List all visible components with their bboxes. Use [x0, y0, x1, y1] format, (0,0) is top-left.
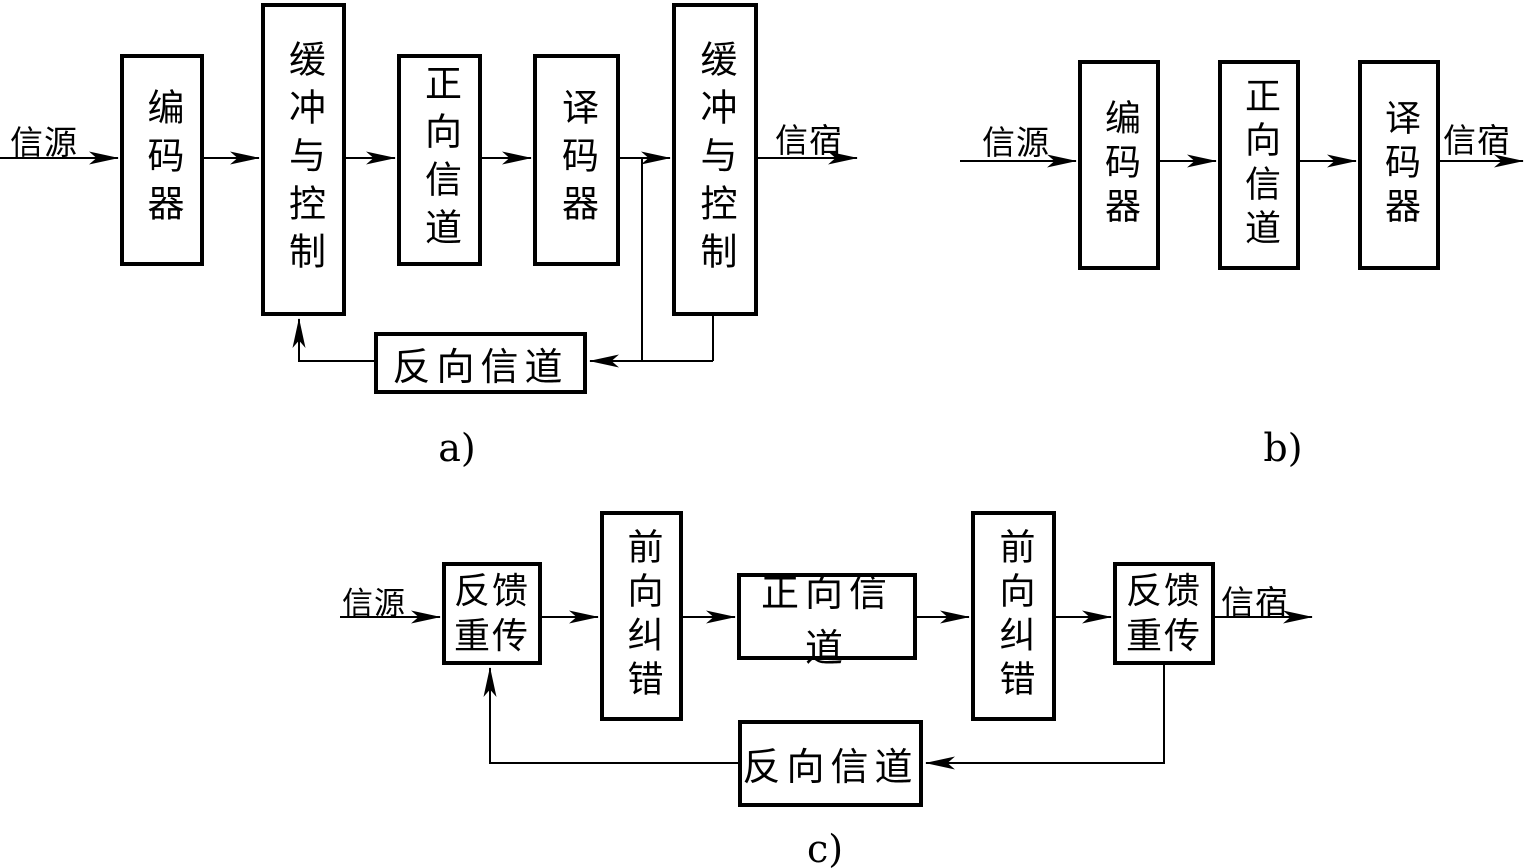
a-reverse-channel-label: 反向信道	[392, 344, 569, 389]
a-encoder-label: 编码器	[141, 88, 184, 232]
c-diagram-label: c)	[806, 827, 844, 868]
b-diagram-label: b)	[1263, 426, 1303, 470]
a-sink-label: 信宿	[775, 121, 843, 160]
c-feedback-retransmit-rx-label: 反馈重传	[1125, 570, 1202, 657]
a-decoder-label: 译码器	[555, 88, 599, 232]
c-reverse-channel-box: 反向信道	[738, 720, 923, 807]
a-source-label: 信源	[10, 123, 78, 162]
a-forward-channel-box: 正向信道	[397, 54, 482, 266]
b-forward-channel-label: 正向信道	[1239, 77, 1280, 253]
c-sink-label: 信宿	[1221, 583, 1289, 622]
b-encoder-box: 编码器	[1078, 60, 1160, 270]
c-fec-rx-box: 前向纠错	[971, 511, 1056, 721]
b-decoder-label: 译码器	[1379, 99, 1420, 231]
b-source-label: 信源	[982, 123, 1050, 162]
a-line-reverse-channel-to-buffer-tx	[292, 318, 374, 362]
a-diagram-label: a)	[438, 426, 476, 470]
c-forward-channel-label: 正向信道	[760, 570, 893, 670]
c-forward-channel-box: 正向信道	[737, 571, 917, 670]
a-decoder-box: 译码器	[533, 54, 620, 266]
a-buffer-control-rx-box: 缓冲与控制	[672, 3, 758, 316]
a-buffer-control-rx-label: 缓冲与控制	[694, 39, 737, 280]
c-reverse-channel-label: 反向信道	[742, 745, 919, 789]
c-source-label: 信源	[342, 586, 406, 622]
diagram-c-connectors	[340, 610, 1313, 770]
b-decoder-box: 译码器	[1358, 60, 1440, 270]
c-line-reverse-channel-to-feedback-tx	[483, 667, 738, 764]
c-fec-rx-label: 前向纠错	[993, 528, 1035, 704]
c-fec-tx-box: 前向纠错	[600, 511, 683, 721]
a-encoder-box: 编码器	[120, 54, 204, 266]
c-line-feedback-rx-to-reverse-channel	[925, 665, 1165, 770]
b-sink-label: 信宿	[1443, 121, 1511, 160]
a-buffer-control-tx-label: 缓冲与控制	[282, 39, 326, 280]
b-encoder-label: 编码器	[1099, 99, 1140, 231]
a-reverse-channel-box: 反向信道	[374, 332, 587, 394]
c-feedback-retransmit-tx-box: 反馈重传	[442, 562, 542, 665]
diagram-a-connectors	[0, 151, 858, 368]
c-feedback-retransmit-tx-label: 反馈重传	[453, 570, 530, 657]
b-forward-channel-box: 正向信道	[1218, 60, 1300, 270]
c-feedback-retransmit-rx-box: 反馈重传	[1113, 562, 1215, 665]
c-fec-tx-label: 前向纠错	[621, 528, 663, 704]
a-forward-channel-label: 正向信道	[418, 64, 462, 256]
a-buffer-control-tx-box: 缓冲与控制	[261, 3, 346, 316]
